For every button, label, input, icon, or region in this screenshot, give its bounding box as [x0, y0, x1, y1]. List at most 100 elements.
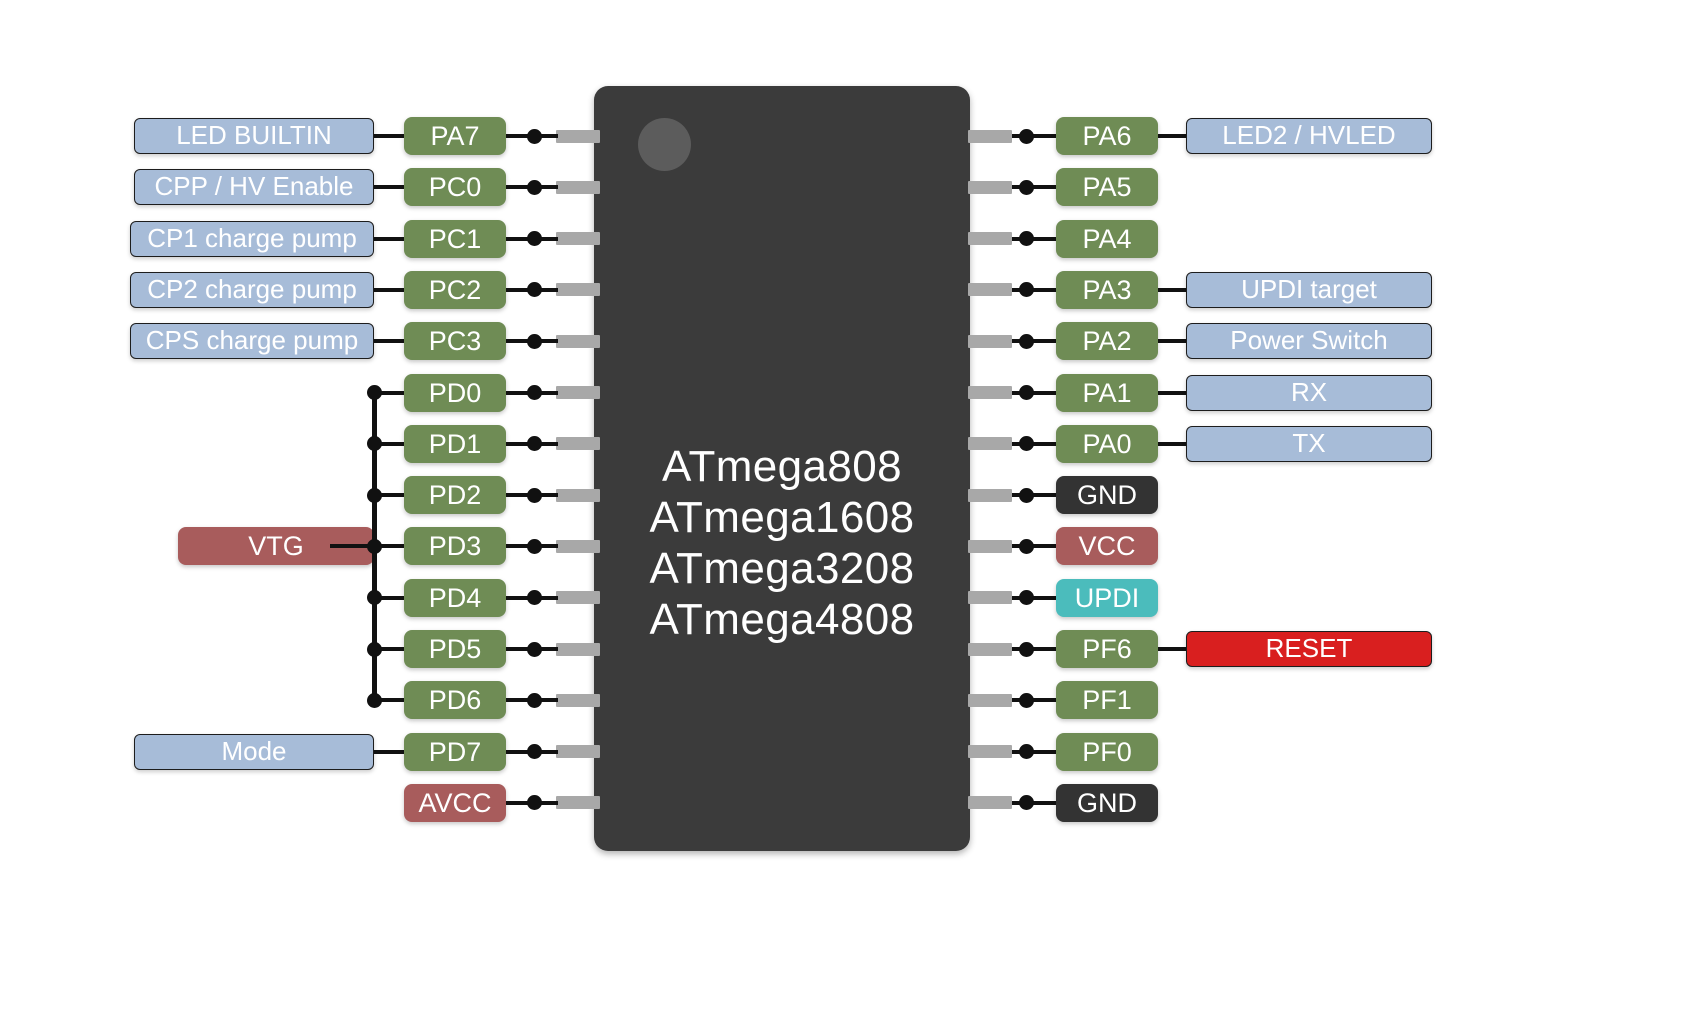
pin-pill-pd0[interactable]: PD0	[404, 373, 506, 412]
function-label-power-switch[interactable]: Power Switch	[1186, 323, 1432, 360]
pin-pill-pd7[interactable]: PD7	[404, 732, 506, 771]
label-wire-left	[374, 134, 404, 138]
pin-wire-right	[1012, 493, 1060, 498]
pin-pill-pd6[interactable]: PD6	[404, 681, 506, 720]
function-label-mode[interactable]: Mode	[134, 733, 374, 770]
pin-pill-updi[interactable]: UPDI	[1056, 578, 1158, 617]
vtg-bus-branch	[372, 390, 404, 395]
pin-lead-right	[968, 180, 1012, 194]
function-label-led-builtin[interactable]: LED BUILTIN	[134, 118, 374, 154]
pin-junction-dot	[1019, 744, 1034, 760]
pin-lead-right	[968, 232, 1012, 246]
function-label-rx[interactable]: RX	[1186, 374, 1432, 411]
function-label-cp1-charge-pump[interactable]: CP1 charge pump	[130, 220, 374, 257]
pin-wire-right	[1012, 749, 1060, 754]
pin-pill-pa4[interactable]: PA4	[1056, 219, 1158, 258]
vtg-bus-branch	[372, 595, 404, 600]
pin-lead-left	[556, 180, 600, 194]
pin-lead-right	[968, 693, 1012, 707]
vtg-bus-branch	[372, 698, 404, 703]
pin-pill-pa0[interactable]: PA0	[1056, 424, 1158, 463]
pin-lead-left	[556, 796, 600, 810]
pin-lead-left	[556, 488, 600, 502]
pin-pill-gnd[interactable]: GND	[1056, 476, 1158, 515]
pin-lead-right	[968, 437, 1012, 451]
pin-lead-left	[556, 591, 600, 605]
pin-lead-right	[968, 334, 1012, 348]
vtg-bus-junction-dot	[367, 590, 382, 606]
label-wire-right	[1158, 441, 1186, 446]
label-wire-right	[1158, 339, 1186, 344]
pin-lead-right	[968, 539, 1012, 553]
pin-pill-pc0[interactable]: PC0	[404, 168, 506, 207]
pin-lead-right	[968, 283, 1012, 297]
pin-lead-left	[556, 386, 600, 399]
pin-lead-left	[556, 283, 600, 297]
pin-junction-dot	[1019, 641, 1034, 657]
pin-lead-left	[556, 693, 600, 707]
pin-junction-dot	[527, 641, 542, 657]
vtg-bus-branch	[372, 647, 404, 651]
pin-pill-pd2[interactable]: PD2	[404, 476, 506, 515]
function-label-cpp-hv-enable[interactable]: CPP / HV Enable	[134, 169, 374, 206]
pin-wire-right	[1012, 441, 1060, 446]
pin-wire-right	[1012, 390, 1060, 395]
vtg-bus-branch	[372, 493, 404, 498]
pin-lead-left	[556, 129, 600, 143]
pin-pill-pd5[interactable]: PD5	[404, 630, 506, 668]
chip-part-numbers: ATmega808 ATmega1608 ATmega3208 ATmega48…	[594, 441, 970, 645]
pin-pill-pd1[interactable]: PD1	[404, 424, 506, 463]
vtg-connector-wire	[330, 544, 377, 549]
pin-pill-pf6[interactable]: PF6	[1056, 630, 1158, 668]
pin-wire-right	[1012, 185, 1060, 190]
pin-pill-pf1[interactable]: PF1	[1056, 681, 1158, 720]
pin-pill-pd4[interactable]: PD4	[404, 578, 506, 617]
pin-pill-pc1[interactable]: PC1	[404, 219, 506, 258]
pin-pill-pa5[interactable]: PA5	[1056, 168, 1158, 207]
chip-part-number: ATmega3208	[649, 544, 915, 593]
pin-junction-dot	[1019, 538, 1034, 554]
pin-pill-pc2[interactable]: PC2	[404, 270, 506, 309]
pin-pill-pa1[interactable]: PA1	[1056, 373, 1158, 412]
pin-junction-dot	[1019, 231, 1034, 247]
pin-pill-pa7[interactable]: PA7	[404, 117, 506, 155]
label-wire-right	[1158, 287, 1186, 292]
pin-junction-dot	[1019, 179, 1034, 195]
pin-pill-pd3[interactable]: PD3	[404, 527, 506, 566]
pin-pill-pa6[interactable]: PA6	[1056, 117, 1158, 155]
function-label-tx[interactable]: TX	[1186, 425, 1432, 462]
pin-pill-pa2[interactable]: PA2	[1056, 322, 1158, 361]
pin-pill-pc3[interactable]: PC3	[404, 322, 506, 361]
pin-wire-right	[1012, 287, 1060, 292]
pin-wire-right	[1012, 544, 1060, 549]
pin-junction-dot	[1019, 795, 1034, 811]
pin-junction-dot	[527, 590, 542, 606]
function-label-reset[interactable]: RESET	[1186, 631, 1432, 667]
pin-pill-gnd[interactable]: GND	[1056, 783, 1158, 822]
function-label-cps-charge-pump[interactable]: CPS charge pump	[130, 323, 374, 360]
pin-junction-dot	[527, 385, 542, 400]
pin-pill-pa3[interactable]: PA3	[1056, 270, 1158, 309]
pin-lead-left	[556, 642, 600, 656]
vtg-bus-junction-dot	[367, 641, 382, 657]
function-label-cp2-charge-pump[interactable]: CP2 charge pump	[130, 271, 374, 308]
pin-lead-right	[968, 129, 1012, 143]
pin-junction-dot	[1019, 333, 1034, 349]
pin-junction-dot	[527, 744, 542, 760]
pin-pill-vcc[interactable]: VCC	[1056, 527, 1158, 566]
pin-wire-right	[1012, 647, 1060, 651]
function-label-updi-target[interactable]: UPDI target	[1186, 271, 1432, 308]
pin-lead-right	[968, 488, 1012, 502]
pin-wire-right	[1012, 698, 1060, 703]
pin-lead-left	[556, 232, 600, 246]
function-label-led2-hvled[interactable]: LED2 / HVLED	[1186, 118, 1432, 154]
label-wire-left	[374, 236, 404, 241]
pin-junction-dot	[527, 487, 542, 503]
pin-junction-dot	[1019, 590, 1034, 606]
pin-pill-pf0[interactable]: PF0	[1056, 732, 1158, 771]
pin1-indicator-icon	[638, 118, 691, 171]
pin-lead-right	[968, 796, 1012, 810]
label-wire-left	[374, 339, 404, 344]
pin-pill-avcc[interactable]: AVCC	[404, 783, 506, 822]
